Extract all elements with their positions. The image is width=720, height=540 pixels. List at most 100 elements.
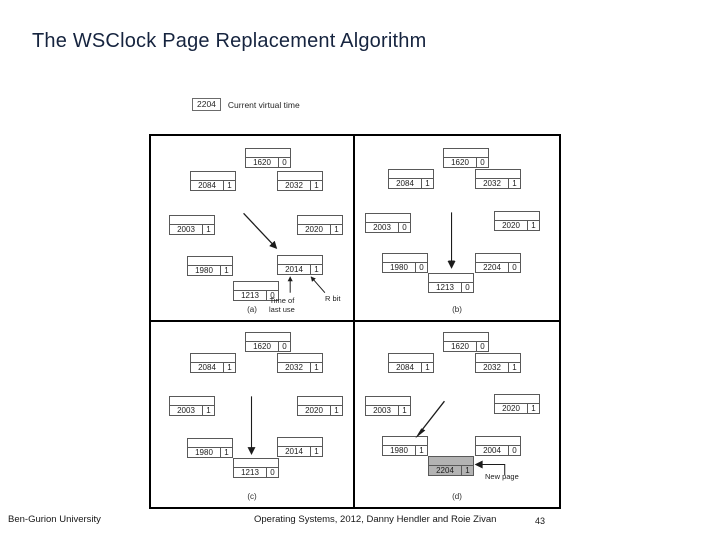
page-time: 2032 — [476, 362, 509, 372]
page-rbit: 0 — [480, 158, 485, 167]
r-bit-label: R bit — [325, 294, 341, 303]
page-title: The WSClock Page Replacement Algorithm — [32, 30, 427, 52]
page-time: 2032 — [476, 179, 509, 188]
page-time: 1213 — [429, 283, 462, 292]
page-rbit: 0 — [480, 341, 485, 351]
page-box-top — [191, 354, 235, 363]
page-time: 2032 — [278, 181, 311, 190]
page-rbit: 1 — [334, 405, 339, 415]
page-box: 2020 1 — [494, 393, 540, 414]
page-rbit: 1 — [314, 181, 319, 190]
page-box: 2084 1 — [388, 169, 434, 189]
current-virtual-time-label: Current virtual time — [227, 99, 300, 110]
page-box-bottom: 1980 1 — [383, 445, 427, 455]
page-box-bottom: 1980 0 — [383, 263, 427, 272]
page-rbit: 1 — [224, 266, 229, 275]
page-box-bottom: 2084 1 — [389, 362, 433, 372]
page-box-top — [246, 149, 290, 158]
page-rbit: 1 — [314, 446, 319, 456]
page-box-top — [246, 333, 290, 342]
page-time: 2020 — [298, 405, 331, 415]
page-box-top — [234, 459, 278, 468]
page-box-top — [444, 333, 488, 342]
panel-c: 1620 0 2084 1 2032 1 2003 1 — [151, 321, 355, 507]
page-box-top — [188, 439, 232, 448]
page-time: 1620 — [444, 158, 477, 167]
page-rbit: 1 — [224, 447, 229, 457]
page-box-top — [188, 257, 232, 266]
page-box-bottom: 1980 1 — [188, 266, 232, 275]
page-box-current: 1213 0 — [233, 457, 279, 478]
page-box-current: 1213 0 — [428, 273, 474, 293]
page-box-bottom: 2003 0 — [366, 223, 410, 232]
page-time: 2003 — [366, 405, 399, 415]
page-rbit: 1 — [531, 403, 536, 413]
panel-label-c: (c) — [247, 492, 257, 501]
page-time: 2084 — [389, 362, 422, 372]
page-box-bottom: 2020 1 — [495, 221, 539, 230]
page-time: 2003 — [170, 225, 203, 234]
page-rbit: 1 — [334, 225, 339, 234]
page-box-top — [191, 172, 235, 181]
panel-b: 1620 0 2084 1 2032 1 2003 0 — [355, 136, 559, 322]
page-box: 1620 0 — [245, 331, 291, 352]
page-box: 1620 0 — [443, 148, 489, 168]
page-box: 2003 1 — [169, 395, 215, 416]
page-time: 1620 — [246, 341, 279, 351]
page-time: 2004 — [476, 445, 509, 455]
page-box-bottom: 2084 1 — [389, 179, 433, 188]
page-time: 2204 — [476, 263, 509, 272]
page-box-top — [429, 274, 473, 283]
page-box-top — [389, 354, 433, 363]
page-rbit: 1 — [512, 362, 517, 372]
page-box: 2004 0 — [475, 435, 521, 456]
page-box: 1980 1 — [187, 437, 233, 458]
page-rbit: 1 — [419, 445, 424, 455]
footer-course-credit: Operating Systems, 2012, Danny Hendler a… — [254, 514, 497, 525]
page-box-bottom: 2204 0 — [476, 263, 520, 272]
page-rbit: 1 — [227, 181, 232, 190]
page-box: 2084 1 — [388, 352, 434, 373]
page-box: 2032 1 — [475, 352, 521, 373]
page-box-bottom: 2032 1 — [278, 362, 322, 372]
page-box-top — [366, 214, 410, 223]
page-box-bottom: 2020 1 — [495, 403, 539, 413]
page-box-bottom: 2004 0 — [476, 445, 520, 455]
page-time: 2014 — [278, 446, 311, 456]
page-time: 2003 — [170, 405, 203, 415]
page-rbit: 0 — [419, 263, 424, 272]
page-rbit: 1 — [531, 221, 536, 230]
page-box: 2032 1 — [475, 169, 521, 189]
page-box: 2020 1 — [494, 211, 540, 231]
page-box: 2032 1 — [277, 171, 323, 191]
page-box-top — [278, 354, 322, 363]
page-rbit: 0 — [512, 445, 517, 455]
page-box: 2032 1 — [277, 352, 323, 373]
page-box-top — [476, 437, 520, 446]
page-box-bottom: 1213 0 — [234, 291, 278, 300]
page-box-bottom: 1980 1 — [188, 447, 232, 457]
page-box-top — [278, 172, 322, 181]
page-rbit: 0 — [282, 158, 287, 167]
page-box: 2003 1 — [169, 215, 215, 235]
page-time: 2204 — [429, 465, 462, 475]
page-box-bottom: 2003 1 — [170, 405, 214, 415]
page-rbit: 0 — [465, 283, 470, 292]
page-rbit: 0 — [282, 341, 287, 351]
page-box: 1980 0 — [382, 253, 428, 273]
page-rbit: 1 — [512, 179, 517, 188]
page-time: 2020 — [495, 403, 528, 413]
current-virtual-time: 2204 Current virtual time — [192, 98, 300, 111]
panel-label-a: (a) — [247, 304, 257, 314]
page-time: 1620 — [246, 158, 279, 167]
page-box-bottom: 2020 1 — [298, 225, 342, 234]
page-time: 2020 — [495, 221, 528, 230]
page-box: 2003 0 — [365, 213, 411, 233]
page-box-top — [366, 397, 410, 406]
page-box: 1213 0 — [233, 281, 279, 301]
page-time: 2084 — [191, 181, 224, 190]
page-box-top — [383, 254, 427, 263]
page-box: 2020 1 — [297, 395, 343, 416]
page-box-top — [298, 216, 342, 225]
page-box-bottom: 1620 0 — [246, 341, 290, 351]
